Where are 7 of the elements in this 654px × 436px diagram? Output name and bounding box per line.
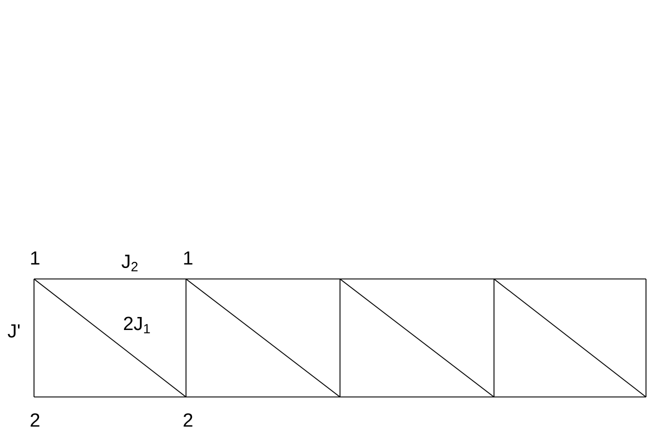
site-label: 1: [31, 251, 40, 265]
site-label: 2J$_{1}$: [124, 316, 150, 334]
site-label: J$_{2}$: [122, 254, 138, 272]
site-label: 2: [184, 413, 192, 427]
site-label: 2: [30, 413, 40, 427]
site-label: 1: [184, 251, 192, 265]
site-label: J': [8, 324, 20, 338]
